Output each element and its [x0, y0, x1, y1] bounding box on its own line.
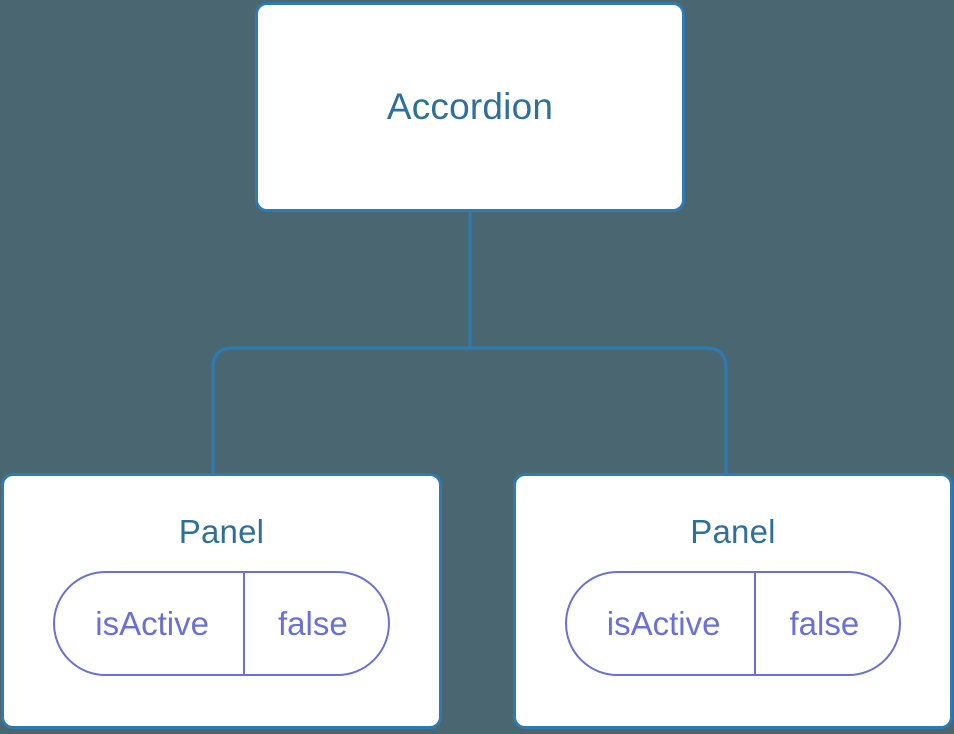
prop-value-isactive-right: false — [754, 573, 899, 675]
node-accordion-title: Accordion — [386, 85, 554, 127]
node-panel-right-title: Panel — [690, 513, 776, 550]
node-panel-left[interactable]: Panel isActive false — [1, 473, 442, 729]
connector-to-left-child — [211, 346, 470, 477]
node-panel-right[interactable]: Panel isActive false — [513, 473, 953, 729]
node-accordion[interactable]: Accordion — [255, 2, 685, 212]
prop-key-isactive-right: isActive — [606, 605, 721, 643]
prop-key-isactive-left: isActive — [95, 605, 209, 643]
node-panel-left-title: Panel — [178, 513, 265, 550]
prop-value-isactive-left: false — [242, 573, 388, 675]
prop-pill-isactive-left[interactable]: isActive false — [53, 571, 390, 677]
prop-pill-isactive-right[interactable]: isActive false — [564, 571, 902, 677]
connector-to-right-child — [470, 346, 728, 477]
